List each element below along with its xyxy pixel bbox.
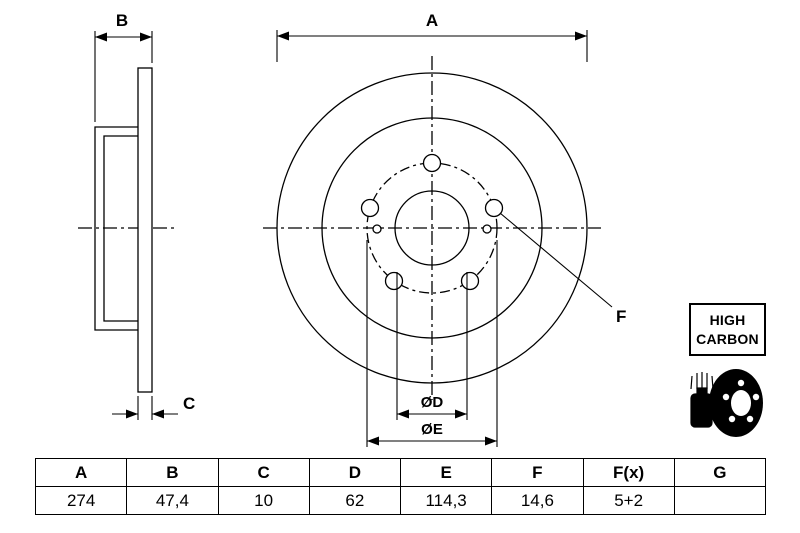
- locating-hole: [372, 224, 382, 234]
- dim-f-leader: [499, 212, 613, 308]
- icon-bolt-hole: [737, 379, 745, 387]
- dimension-c: [112, 396, 178, 420]
- bolt-circle: [366, 162, 498, 294]
- hat-inner-profile: [103, 135, 138, 322]
- icon-bolt-hole: [746, 415, 754, 423]
- dim-label-e: ØE: [421, 421, 443, 438]
- value-c: 10: [217, 486, 310, 515]
- brake-disc-icon: [709, 369, 763, 437]
- dimension-table: A B C D E F F(x) G 274 47,4 10 62 114,3 …: [34, 458, 767, 515]
- dimension-a: [276, 30, 588, 62]
- friction-surface-circle: [321, 117, 543, 339]
- disc-ring-section: [137, 67, 153, 393]
- dimension-b: [94, 31, 153, 122]
- icon-bolt-hole: [728, 415, 736, 423]
- col-header-a: A: [34, 458, 128, 487]
- dim-label-f: F: [616, 307, 626, 326]
- value-fx: 5+2: [582, 486, 675, 515]
- value-d: 62: [308, 486, 402, 515]
- bolt-hole: [484, 198, 504, 218]
- locating-hole: [482, 224, 492, 234]
- dimension-e: [366, 240, 498, 447]
- col-header-g: G: [673, 458, 767, 487]
- outer-diameter-circle: [276, 72, 588, 384]
- icon-bolt-hole: [722, 393, 730, 401]
- table-value-row: 274 47,4 10 62 114,3 14,6 5+2: [34, 486, 767, 515]
- dim-label-c: C: [183, 394, 195, 413]
- hat-outer-profile: [94, 126, 138, 331]
- value-g: [673, 486, 767, 515]
- icon-hub-hole: [731, 390, 751, 416]
- high-carbon-line2: CARBON: [696, 330, 759, 347]
- icon-bolt-hole: [752, 393, 760, 401]
- front-view: [263, 56, 601, 400]
- dim-label-b: B: [116, 11, 128, 30]
- value-f: 14,6: [491, 486, 584, 515]
- bolt-hole: [360, 198, 380, 218]
- stamp-ray: [690, 375, 693, 390]
- col-header-d: D: [308, 458, 402, 487]
- value-a: 274: [34, 486, 128, 515]
- technical-drawing: B C: [78, 11, 763, 447]
- col-header-fx: F(x): [582, 458, 675, 487]
- high-carbon-line1: HIGH: [709, 312, 746, 329]
- bolt-hole: [422, 153, 442, 173]
- bolt-hole: [384, 271, 404, 291]
- side-view: [78, 67, 176, 393]
- value-e: 114,3: [399, 486, 493, 515]
- col-header-e: E: [399, 458, 493, 487]
- bolt-hole: [460, 271, 480, 291]
- dimension-d: [396, 272, 468, 420]
- dim-label-d: ØD: [421, 394, 444, 411]
- high-carbon-badge: HIGH CARBON: [689, 303, 766, 356]
- value-b: 47,4: [126, 486, 219, 515]
- col-header-f: F: [491, 458, 584, 487]
- col-header-b: B: [126, 458, 219, 487]
- stamp-body: [690, 393, 713, 428]
- table-header-row: A B C D E F F(x) G: [34, 458, 767, 487]
- dim-label-a: A: [426, 11, 438, 30]
- col-header-c: C: [217, 458, 310, 487]
- center-bore-circle: [394, 190, 470, 266]
